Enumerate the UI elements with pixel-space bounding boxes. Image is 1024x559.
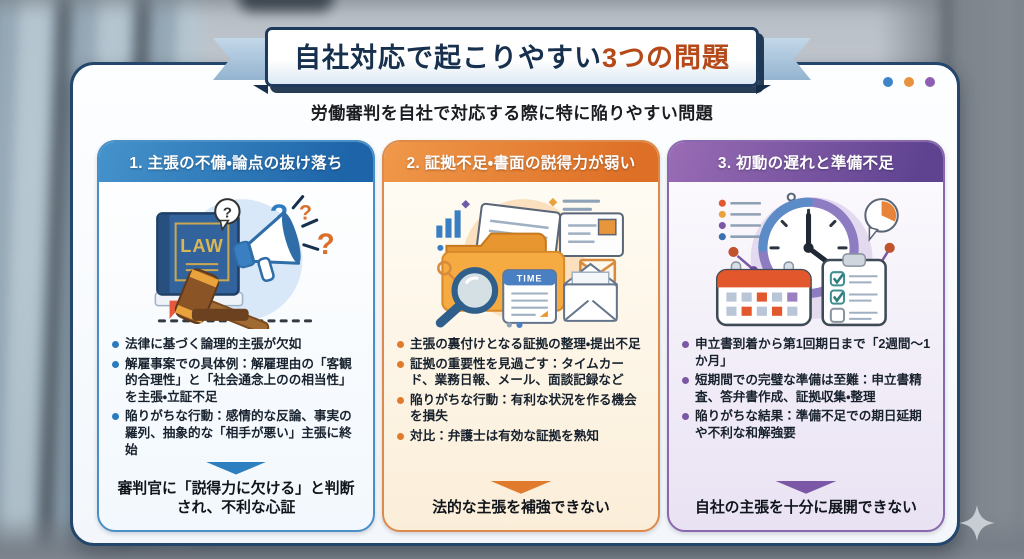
bullet-item: 対比：弁護士は有効な証拠を熟知 <box>397 428 647 445</box>
bullet-item: 申立書到着から第1回期日まで「2週間～1か月」 <box>682 336 932 369</box>
bullet-dot-icon <box>682 377 689 385</box>
bullet-dot-icon <box>397 360 404 368</box>
page-title-main: 自社対応で起こりやすい <box>293 43 602 73</box>
bullet-item: 陥りがちな結果：準備不足での期日延期や不利な和解強要 <box>682 408 932 441</box>
bullet-item: 証拠の重要性を見過ごす：タイムカード、業務日報、メール、面談記録など <box>397 356 647 389</box>
problem-3-conclusion: 自社の主張を十分に展開できない <box>695 499 917 516</box>
bullet-dot-icon <box>682 413 689 421</box>
bullet-text: 短期間での完璧な準備は至難：申立書精査、答弁書作成、証拠収集・整理 <box>695 373 922 404</box>
bullet-item: 短期間での完璧な準備は至難：申立書精査、答弁書作成、証拠収集・整理 <box>682 372 932 405</box>
svg-text:TIME: TIME <box>516 273 542 283</box>
svg-text:?: ? <box>222 204 231 221</box>
problem-card-1: 1. 主張の不備・論点の抜け落ち LAW ? ? ? ? <box>97 140 375 532</box>
arrow-down-icon <box>205 461 267 475</box>
orange-dot-icon <box>904 77 914 87</box>
arrow-down-icon <box>490 480 552 494</box>
ribbon-fold-left-icon <box>252 85 268 94</box>
svg-text:?: ? <box>298 200 311 224</box>
background-ceiling-fixture <box>238 0 334 12</box>
sparkle-icon <box>959 505 995 541</box>
background-ceiling <box>0 0 1024 16</box>
bullet-text: 主張の裏付けとなる証拠の整理・提出不足 <box>410 337 641 351</box>
bullet-text: 法律に基づく論理的主張が欠如 <box>125 337 302 351</box>
illustration-2-svg: TIME <box>435 197 624 328</box>
bullet-dot-icon <box>112 341 119 348</box>
problem-2-header: 2. 証拠不足・書面の説得力が弱い <box>384 142 658 182</box>
illustration-3-svg <box>715 192 899 327</box>
law-book-megaphone-gavel-icon: LAW ? ? ? ? <box>99 182 373 334</box>
bullet-item: 主張の裏付けとなる証拠の整理・提出不足 <box>397 336 647 353</box>
decorative-dots <box>883 77 935 87</box>
problem-card-3: 3. 初動の遅れと準備不足 <box>667 140 945 532</box>
background-window-frame-2 <box>1018 0 1022 559</box>
bullet-text: 陥りがちな行動：感情的な反論、事実の羅列、抽象的な「相手が悪い」主張に終始 <box>125 409 352 457</box>
bullet-dot-icon <box>397 433 404 441</box>
svg-text:LAW: LAW <box>180 235 224 256</box>
bullet-dot-icon <box>112 413 119 421</box>
bullet-dot-icon <box>397 396 404 404</box>
page-subtitle: 労働審判を自社で対応する際に特に陥りやすい問題 <box>310 104 714 123</box>
bullet-item: 陥りがちな行動：有利な状況を作る機会を損失 <box>397 392 647 425</box>
bullet-text: 解雇事案での具体例：解雇理由の「客観的合理性」と「社会通念上のの相当性」を主張・… <box>125 356 352 404</box>
problem-2-bullets: 主張の裏付けとなる証拠の整理・提出不足 証拠の重要性を見過ごす：タイムカード、業… <box>384 334 658 448</box>
bullet-dot-icon <box>397 341 404 348</box>
bullet-item: 陥りがちな行動：感情的な反論、事実の羅列、抽象的な「相手が悪い」主張に終始 <box>112 408 362 458</box>
evidence-folder-magnifier-icon: TIME <box>384 182 658 334</box>
clock-calendar-checklist-icon <box>669 182 943 334</box>
bullet-item: 解雇事案での具体例：解雇理由の「客観的合理性」と「社会通念上のの相当性」を主張・… <box>112 356 362 406</box>
bullet-text: 申立書到着から第1回期日まで「2週間～1か月」 <box>695 337 931 368</box>
page-title-accent: 3つの問題 <box>601 43 731 73</box>
problem-3-header: 3. 初動の遅れと準備不足 <box>669 142 943 182</box>
arrow-down-icon <box>775 480 837 494</box>
problem-1-bullets: 法律に基づく論理的主張が欠如 解雇事案での具体例：解雇理由の「客観的合理性」と「… <box>99 334 373 461</box>
bullet-text: 陥りがちな行動：有利な状況を作る機会を損失 <box>410 392 637 424</box>
bullet-text: 証拠の重要性を見過ごす：タイムカード、業務日報、メール、面談記録など <box>410 356 624 388</box>
problem-2-conclusion: 法的な主張を補強できない <box>432 499 610 516</box>
bullet-dot-icon <box>112 360 119 368</box>
purple-dot-icon <box>925 77 935 87</box>
ribbon-fold-right-icon <box>756 85 772 94</box>
title-banner: 自社対応で起こりやすい3つの問題 <box>212 27 812 94</box>
problem-3-bullets: 申立書到着から第1回期日まで「2週間～1か月」 短期間での完璧な準備は至難：申立… <box>669 334 943 445</box>
problem-1-conclusion: 審判官に「説得力に欠ける」と判断され、不利な心証 <box>117 480 355 516</box>
bullet-text: 陥りがちな結果：準備不足での期日延期や不利な和解強要 <box>695 409 922 441</box>
bullet-dot-icon <box>682 341 689 348</box>
illustration-1-svg: LAW ? ? ? ? <box>154 195 334 329</box>
problem-columns: 1. 主張の不備・論点の抜け落ち LAW ? ? ? ? <box>97 140 945 532</box>
blue-dot-icon <box>883 77 893 87</box>
bullet-text: 対比：弁護士は有効な証拠を熟知 <box>410 429 599 444</box>
page-title: 自社対応で起こりやすい3つの問題 <box>264 27 760 87</box>
svg-text:?: ? <box>316 228 334 261</box>
bullet-item: 法律に基づく論理的主張が欠如 <box>112 336 362 353</box>
problem-card-2: 2. 証拠不足・書面の説得力が弱い <box>382 140 660 532</box>
problem-1-header: 1. 主張の不備・論点の抜け落ち <box>99 142 373 182</box>
